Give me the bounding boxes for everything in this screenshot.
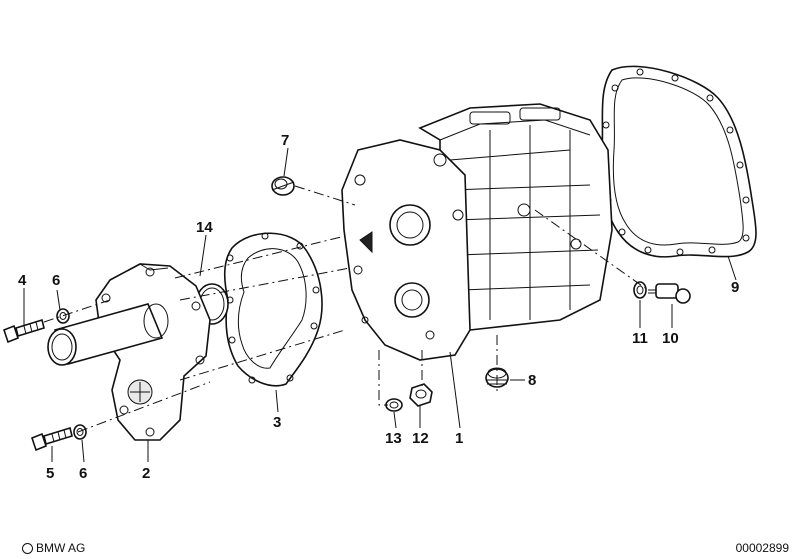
callout-1: 1 [455,430,463,447]
callout-14: 14 [196,219,213,236]
callout-4: 4 [18,272,27,289]
callout-12: 12 [412,430,429,447]
copyright-text: BMW AG [36,541,86,555]
centerlines [43,185,646,433]
callout-2: 2 [142,465,150,482]
part-4-bolt[interactable] [3,318,45,344]
callout-6-upper: 6 [52,272,60,289]
callout-3: 3 [273,414,281,431]
callout-7: 7 [281,132,289,149]
callout-labels: 1 2 3 4 5 6 6 7 8 9 10 11 12 13 14 [18,132,739,482]
bmw-roundel-icon [22,543,33,554]
part-9-gasket[interactable] [600,65,757,258]
part-6-washer-lower[interactable] [73,424,87,440]
part-11-washer[interactable] [633,281,647,299]
leader-lines [23,147,737,463]
part-2-output-housing[interactable] [47,263,211,441]
part-6-washer-upper[interactable] [56,308,70,324]
part-1-transmission-housing[interactable] [341,103,613,361]
callout-8: 8 [528,372,536,389]
part-12-nut[interactable] [409,383,433,407]
part-5-bolt[interactable] [31,426,73,452]
callout-5: 5 [46,465,54,482]
part-3-gasket[interactable] [223,232,323,387]
copyright-notice: BMW AG [22,541,85,555]
callout-9: 9 [731,279,739,296]
part-7-screw-plug[interactable] [271,176,295,196]
document-number: 00002899 [735,541,789,555]
callout-10: 10 [662,330,679,347]
callout-13: 13 [385,430,402,447]
part-13-washer[interactable] [385,398,403,412]
part-10-switch[interactable] [648,283,691,304]
callout-11: 11 [632,330,648,347]
callout-6-lower: 6 [79,465,87,482]
